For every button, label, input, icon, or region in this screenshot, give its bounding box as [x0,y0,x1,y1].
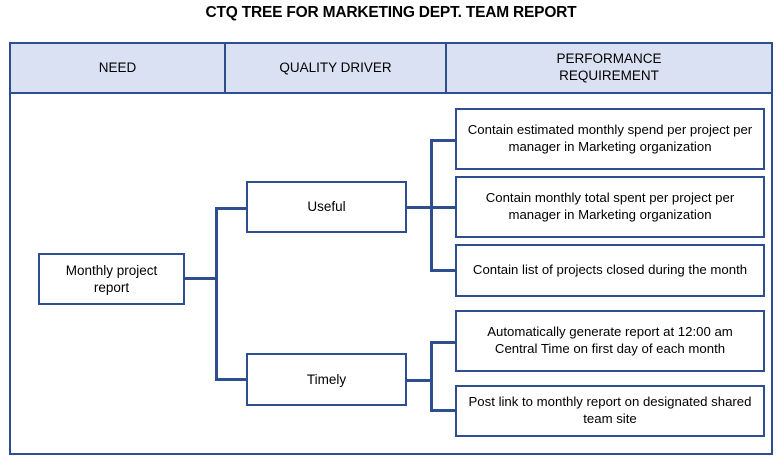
connector-trunk-vertical [215,207,218,380]
header-divider-1 [224,44,226,92]
connector-useful-to-req-0 [430,139,457,142]
connector-useful-to-req-1 [430,206,457,209]
connector-timely-distributor [430,341,433,412]
quality-driver-node-timely[interactable]: Timely [246,353,407,406]
column-header-need: NEED [98,59,137,75]
column-header-quality-driver: QUALITY DRIVER [279,59,392,75]
connector-timely-to-req-4 [430,409,457,412]
connector-timely-to-req-3 [430,341,457,344]
column-header-row: NEED QUALITY DRIVER PERFORMANCE REQUIREM… [9,42,773,94]
performance-requirement-node-0[interactable]: Contain estimated monthly spend per proj… [455,108,765,170]
performance-requirement-node-4[interactable]: Post link to monthly report on designate… [455,385,765,437]
page-title: CTQ TREE FOR MARKETING DEPT. TEAM REPORT [205,4,577,21]
connector-trunk-to-timely [215,378,248,381]
connector-need-to-trunk [185,277,218,280]
connector-timely-out [405,379,433,382]
quality-driver-node-useful[interactable]: Useful [246,181,407,233]
connector-useful-to-req-2 [430,269,457,272]
performance-requirement-node-1[interactable]: Contain monthly total spent per project … [455,176,765,238]
connector-useful-distributor [430,139,433,272]
performance-requirement-node-3[interactable]: Automatically generate report at 12:00 a… [455,310,765,372]
performance-requirement-node-2[interactable]: Contain list of projects closed during t… [455,244,765,297]
column-header-performance-requirement: PERFORMANCE REQUIREMENT [556,51,662,83]
connector-useful-out [405,206,433,209]
header-divider-2 [445,44,447,92]
need-node-monthly-project-report[interactable]: Monthly project report [38,253,185,305]
connector-trunk-to-useful [215,207,248,210]
